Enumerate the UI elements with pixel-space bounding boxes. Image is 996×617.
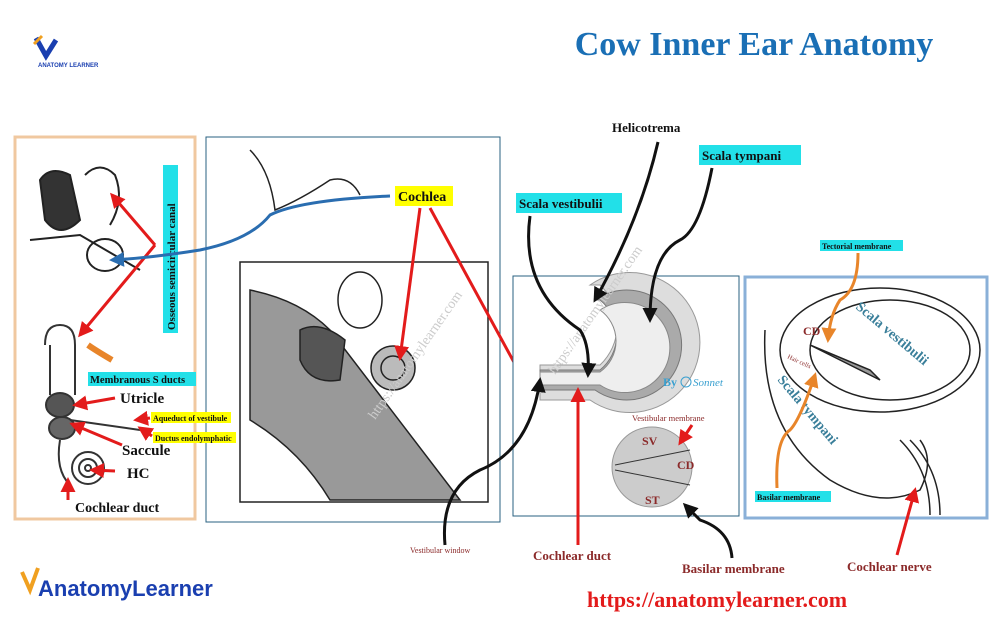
arrow-cochlea-1 [394,207,422,361]
highlight-tectorial [820,240,903,251]
arrow-cochlea-2 [428,207,530,391]
label-sv: SV [642,434,658,448]
arrow-basilar-membrane-2 [775,372,819,489]
arrow-aqueduct [133,410,151,426]
label-saccule: Saccule [122,443,171,459]
highlight-ductus [153,432,236,443]
arrow-helicotrema [593,141,660,303]
arrow-cochlear-nerve [895,487,920,556]
arrow-vestibular-window [442,377,546,546]
arrow-hc [89,463,116,479]
arrow-saccule [69,421,123,447]
arrow-osseous-1 [110,192,157,246]
label-cd-small: CD [677,458,695,472]
arrow-scala-vestibulii-1 [527,215,597,378]
sonnet-logo-icon [680,376,692,388]
label-aqueduct: Aqueduct of vestibule [153,414,228,423]
arrow-ductus [137,426,155,441]
arrow-cochlea-blue [109,194,391,267]
label-scala-tympani-1: Scala tympani [702,148,781,163]
website-url[interactable]: https://anatomylearner.com [587,587,847,612]
arrow-tectorial [821,252,860,343]
label-osseous-canal: Osseous semicircular canal [166,203,178,330]
label-basilar-membrane-1: Basilar membrane [682,561,785,576]
page-title: Cow Inner Ear Anatomy [575,26,934,63]
highlight-aqueduct [151,412,231,423]
label-cochlear-nerve: Cochlear nerve [847,559,932,574]
osseous-highlight [163,165,178,333]
credit-sonnet: Sonnet [693,377,724,389]
label-helicotrema: Helicotrema [612,120,681,135]
label-vestibular-window: Vestibular window [410,546,470,555]
label-membranous: Membranous S ducts [90,375,185,386]
arrow-basilar-membrane-1 [682,502,734,559]
arrow-utricle [72,395,116,411]
highlight-cochlea [395,186,453,206]
label-cochlear-duct-1: Cochlear duct [75,501,159,516]
cochlear-duct-section-drawing [763,287,981,516]
label-basilar-membrane-2: Basilar membrane [757,493,821,502]
label-cd-large: CD [803,324,821,338]
highlight-scala-vestibulii [516,193,622,213]
label-st: ST [645,493,660,507]
logo-large-text: AnatomyLearner [38,576,213,601]
label-ductus: Ductus endolymphatic [155,434,232,443]
credit-by: By [663,375,677,389]
orange-curve [86,342,114,363]
arrow-osseous-2 [78,244,157,338]
label-vestibular-membrane: Vestibular membrane [632,413,705,423]
label-hc: HC [127,466,150,482]
arrow-scala-tympani-1 [642,167,714,323]
arrow-vestibular-membrane [678,424,694,446]
logo-large: AnatomyLearner [20,567,213,601]
label-utricle: Utricle [120,391,164,407]
highlight-basilar [755,491,831,502]
highlight-membranous [88,372,196,386]
label-cochlea: Cochlea [398,190,446,205]
label-cochlear-duct-2: Cochlear duct [533,548,612,563]
logo-small-text: ANATOMY LEARNER [38,63,99,69]
label-scala-vestibulii-1: Scala vestibulii [519,196,603,211]
osseous-labyrinth-drawing [29,166,141,272]
label-tectorial: Tectorial membrane [822,242,892,251]
logo-small: ANATOMY LEARNER [32,34,99,69]
highlight-scala-tympani [699,145,801,165]
